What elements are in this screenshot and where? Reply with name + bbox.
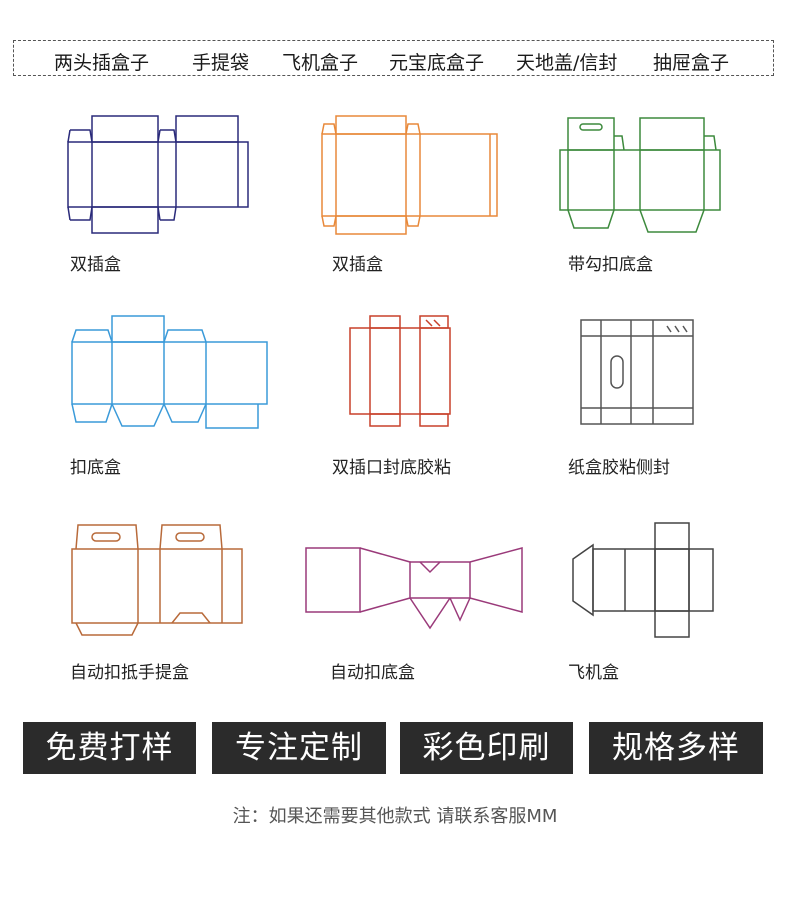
diagram-insert-glued-red <box>349 315 451 427</box>
diagram-side-glued-gray <box>580 319 694 425</box>
nav-item-airplane-box[interactable]: 飞机盒子 <box>282 52 359 74</box>
diagram-airplane-box-gray <box>572 522 714 638</box>
caption-double-insert-1: 双插盒 <box>70 255 121 275</box>
diagram-lock-bottom-blue <box>71 315 268 429</box>
custom-made-button[interactable]: 专注定制 <box>212 722 386 774</box>
color-printing-button[interactable]: 彩色印刷 <box>400 722 573 774</box>
diagram-double-insert-orange <box>321 115 498 235</box>
caption-auto-bottom: 自动扣底盒 <box>330 663 415 683</box>
diagram-auto-bottom-handle-brown <box>71 524 243 636</box>
nav-item-handbag[interactable]: 手提袋 <box>192 52 250 74</box>
caption-double-insert-2: 双插盒 <box>332 255 383 275</box>
diagram-double-insert-navy <box>67 115 249 234</box>
caption-hook-bottom: 带勾扣底盒 <box>568 255 653 275</box>
diagram-auto-bottom-purple <box>305 547 523 630</box>
nav-item-double-insert[interactable]: 两头插盒子 <box>54 52 150 74</box>
nav-item-yuanbao-box[interactable]: 元宝底盒子 <box>389 52 485 74</box>
caption-side-glued: 纸盒胶粘侧封 <box>568 458 670 478</box>
nav-item-drawer-box[interactable]: 抽屉盒子 <box>653 52 730 74</box>
free-sample-button[interactable]: 免费打样 <box>23 722 196 774</box>
caption-auto-handle: 自动扣抵手提盒 <box>70 663 189 683</box>
category-nav: 两头插盒子 手提袋 飞机盒子 元宝底盒子 天地盖/信封 抽屉盒子 <box>13 40 774 76</box>
diagram-hook-bottom-green <box>559 117 721 233</box>
contact-note: 注：如果还需要其他款式 请联系客服MM <box>232 806 558 827</box>
caption-airplane-box: 飞机盒 <box>568 663 619 683</box>
nav-item-lid-envelope[interactable]: 天地盖/信封 <box>516 52 618 74</box>
caption-lock-bottom: 扣底盒 <box>70 458 121 478</box>
various-specs-button[interactable]: 规格多样 <box>589 722 763 774</box>
caption-insert-glued: 双插口封底胶粘 <box>332 458 451 478</box>
